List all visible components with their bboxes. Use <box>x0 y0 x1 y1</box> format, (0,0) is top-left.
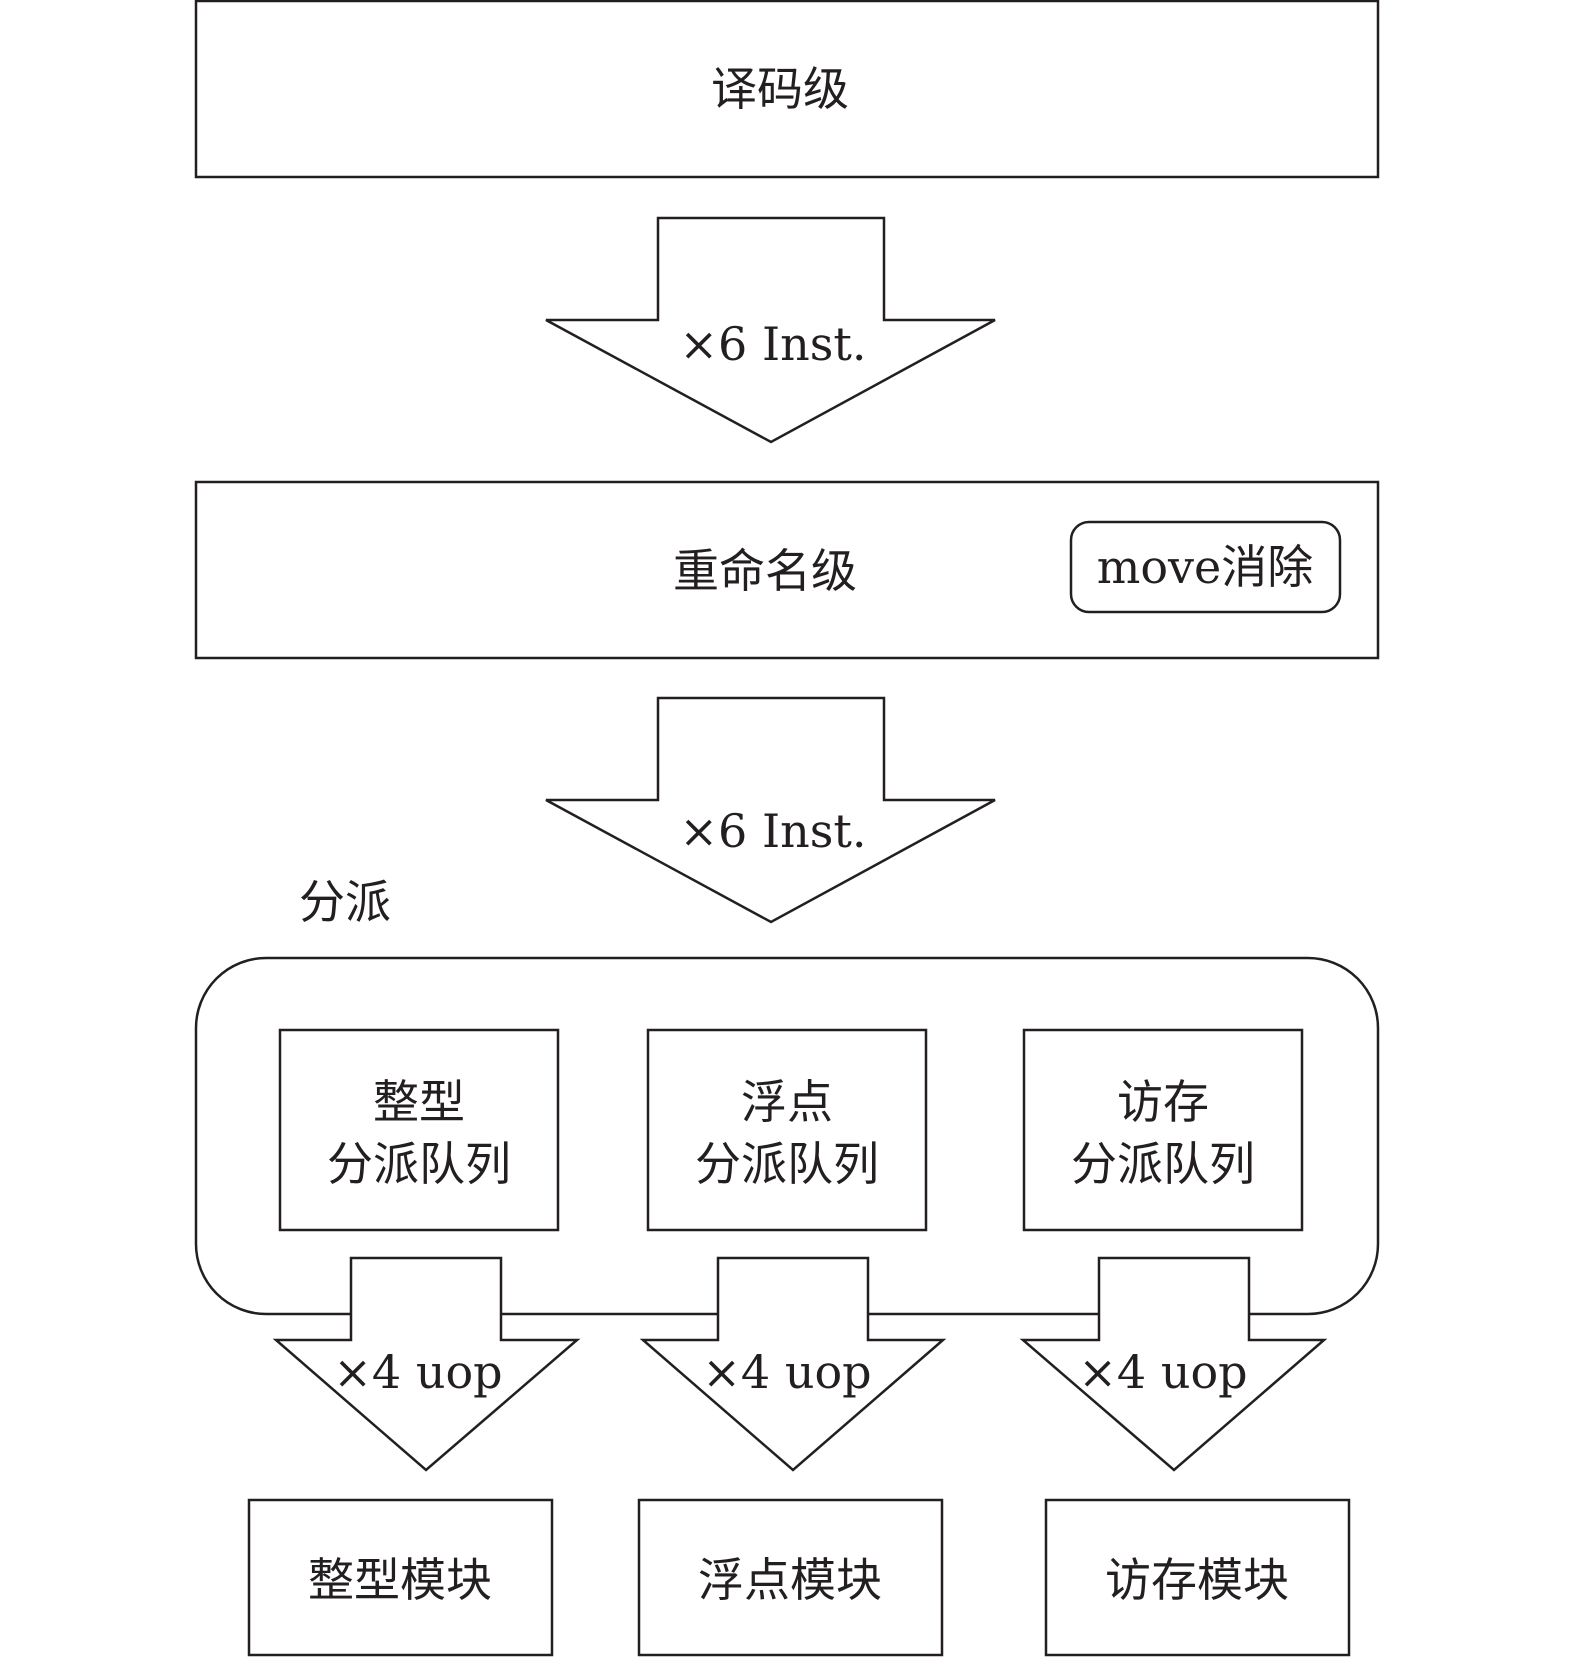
arrow-decode-to-rename <box>545 216 996 444</box>
decode-stage-box <box>194 0 1380 179</box>
memory-queue-line2: 分派队列 <box>1071 1137 1255 1191</box>
integer-queue-line2: 分派队列 <box>327 1137 511 1191</box>
rename-stage-label: 重命名级 <box>673 544 857 598</box>
arrow-to-memory-module <box>1019 1256 1328 1472</box>
move-elimination-label: move消除 <box>1097 540 1314 594</box>
memory-module <box>1044 1498 1351 1657</box>
arrow-to-float-module <box>639 1256 947 1472</box>
decode-stage-label: 译码级 <box>711 62 849 116</box>
arrow1-label: ×6 Inst. <box>680 317 867 371</box>
integer-queue-line1: 整型 <box>373 1075 465 1129</box>
dispatch-label: 分派 <box>299 875 391 929</box>
memory-module-label: 访存模块 <box>1105 1553 1289 1607</box>
move-elimination-box <box>1069 520 1342 614</box>
float-module-label: 浮点模块 <box>698 1553 882 1607</box>
float-queue-line2: 分派队列 <box>695 1137 879 1191</box>
memory-queue-line1: 访存 <box>1117 1075 1209 1129</box>
integer-dispatch-queue <box>278 1028 560 1232</box>
memory-uop-label: ×4 uop <box>1078 1345 1247 1399</box>
arrow2-label: ×6 Inst. <box>680 804 867 858</box>
float-dispatch-queue <box>646 1028 928 1232</box>
arrow-to-integer-module <box>272 1256 581 1472</box>
float-uop-label: ×4 uop <box>702 1345 871 1399</box>
memory-dispatch-queue <box>1022 1028 1304 1232</box>
float-module <box>637 1498 944 1657</box>
integer-module <box>247 1498 554 1657</box>
float-queue-line1: 浮点 <box>741 1075 833 1129</box>
arrow-rename-to-dispatch <box>545 696 996 924</box>
integer-module-label: 整型模块 <box>308 1553 492 1607</box>
integer-uop-label: ×4 uop <box>333 1345 502 1399</box>
